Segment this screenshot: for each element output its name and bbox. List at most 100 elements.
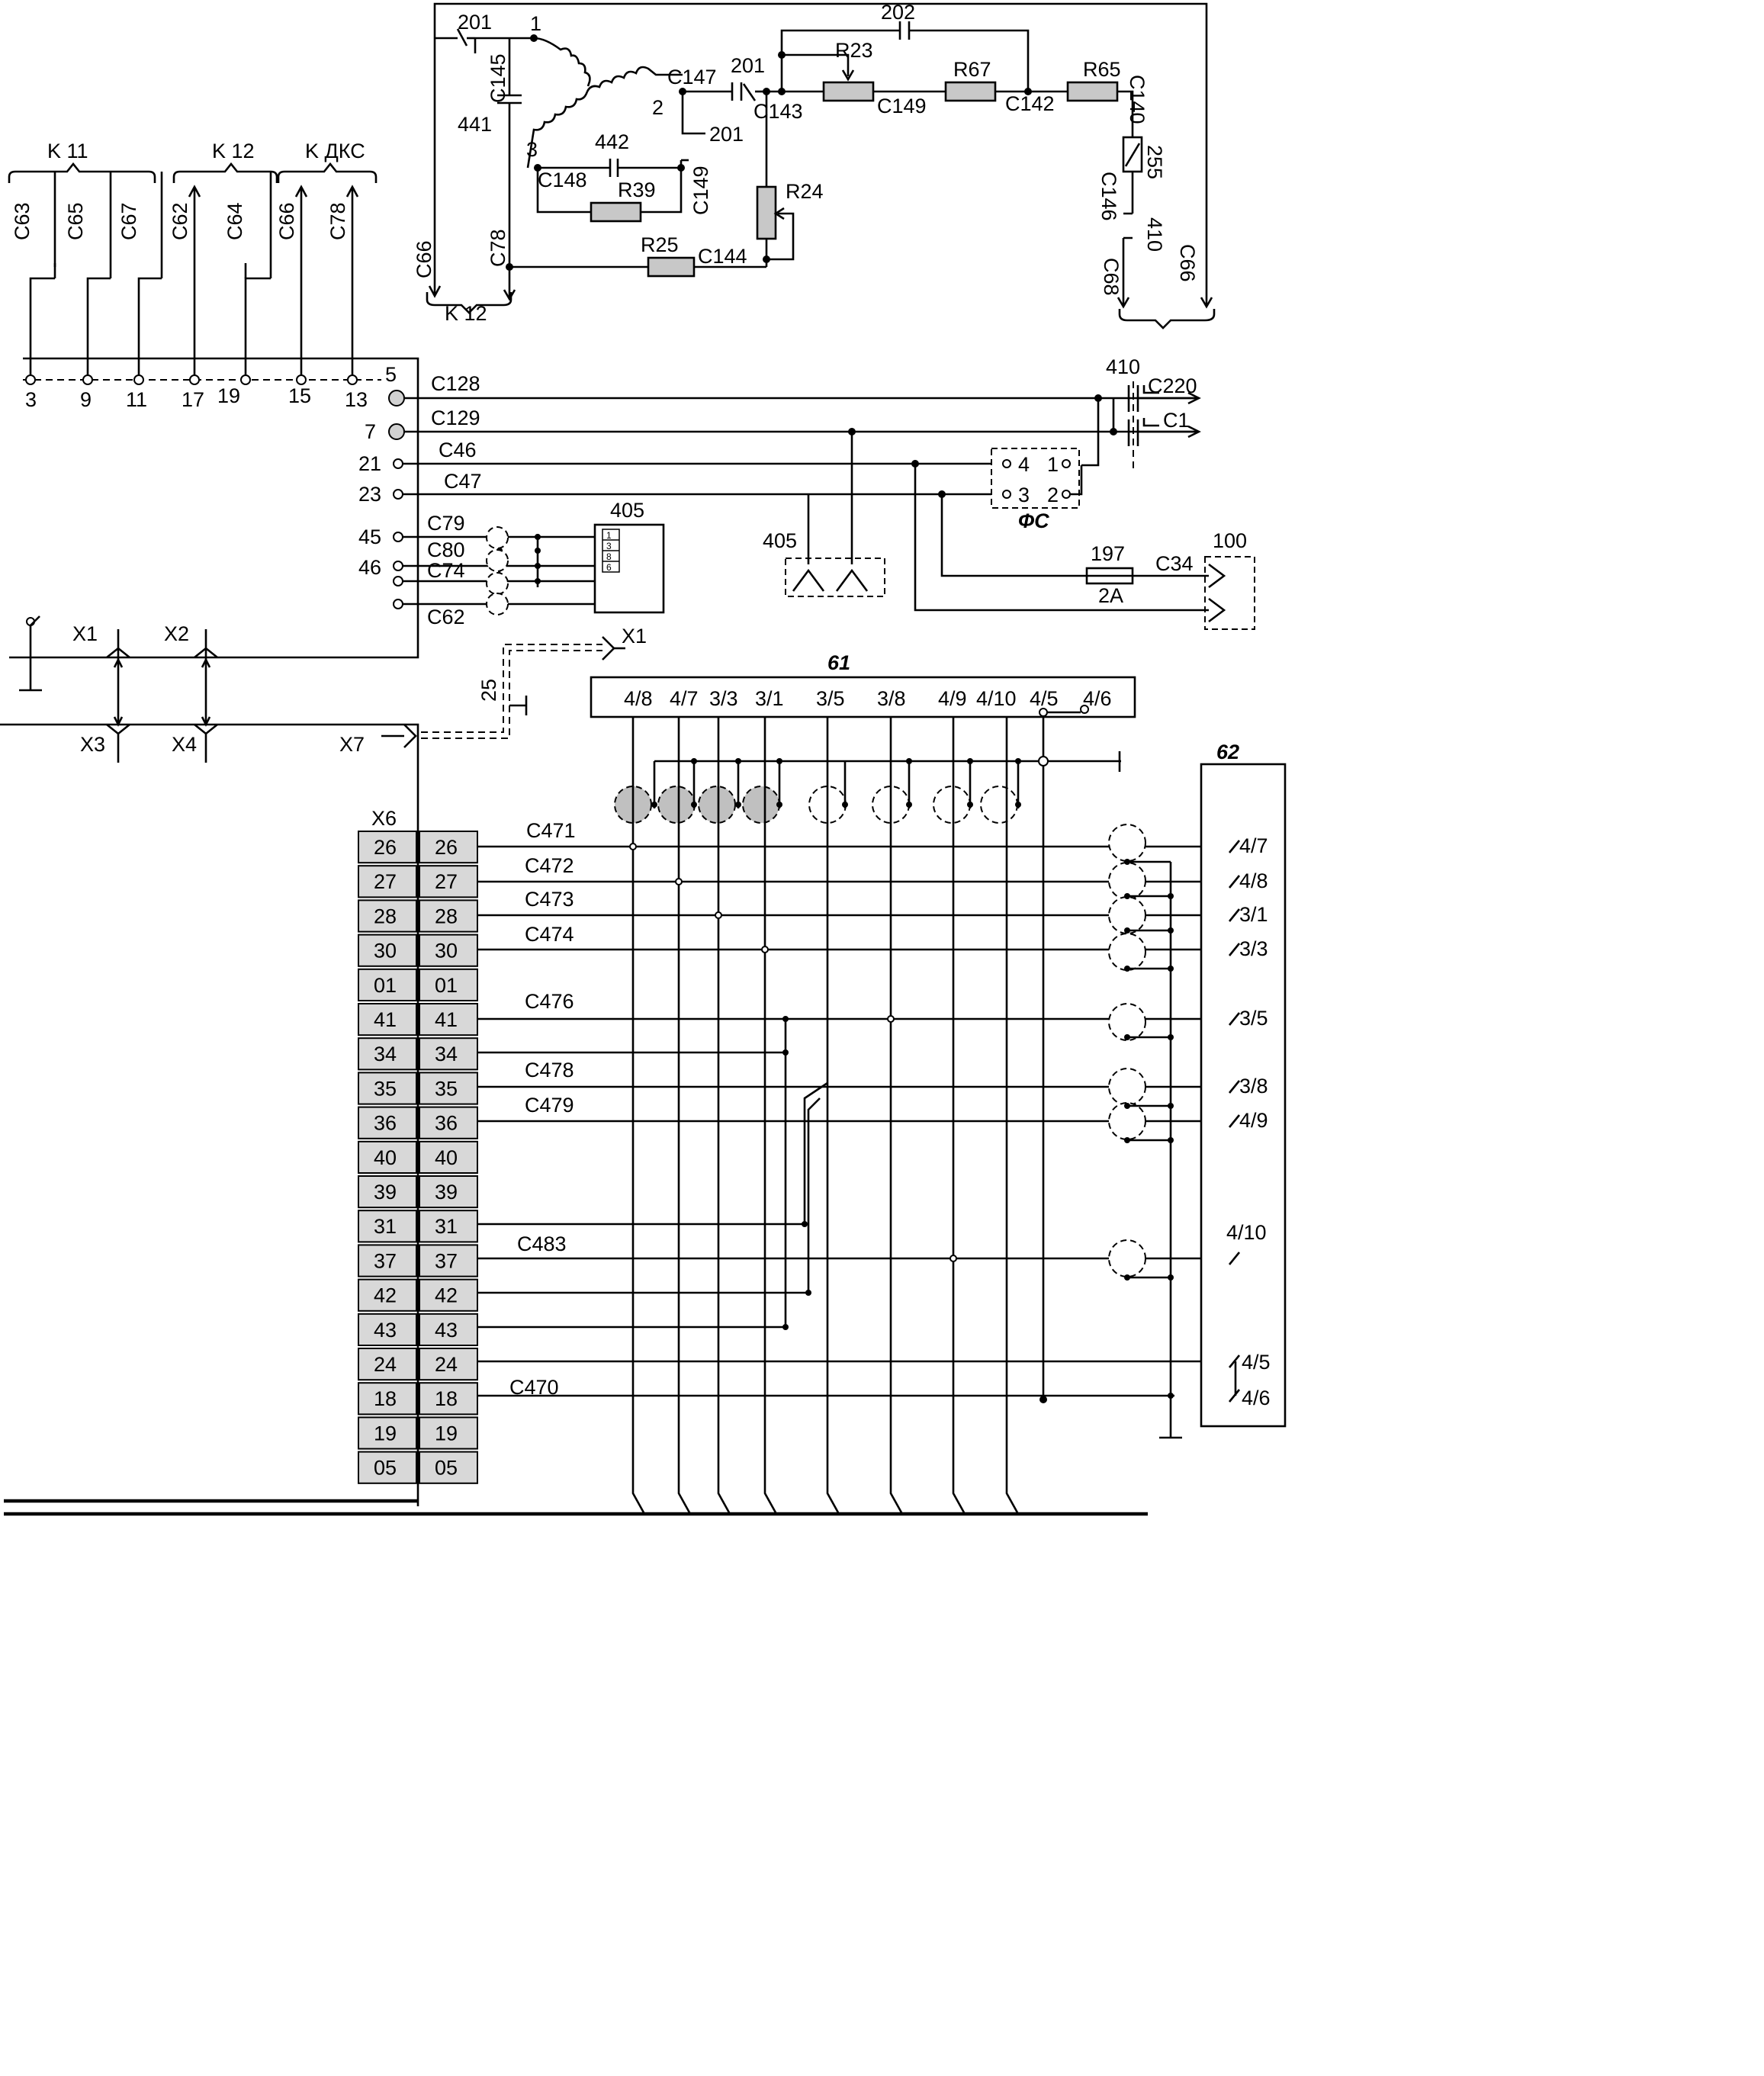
right-middle: 410 C220 C1 4 1 3 2 ФС 405: [763, 355, 1255, 630]
resistor-r39: [590, 201, 642, 223]
wire-c62: C62: [169, 202, 191, 240]
b62-pin-4-9: 4/9: [1239, 1109, 1268, 1132]
b62-pin-4-8: 4/8: [1239, 869, 1268, 892]
x6-cell: [358, 968, 417, 1002]
x6-row-number: 27: [435, 870, 458, 893]
b62-pin-3-3: 3/3: [1239, 937, 1268, 960]
node-201-b: 201: [709, 123, 744, 146]
b61-pin-4-8: 4/8: [624, 687, 653, 710]
x6-row-number: 34: [435, 1043, 458, 1065]
node-410-top: 410: [1143, 217, 1166, 252]
group-k12-label: K 12: [212, 140, 255, 162]
x6-cell: [419, 1278, 478, 1312]
x6-row-number: 05: [374, 1457, 397, 1480]
jack-x3: X3: [80, 733, 105, 756]
x6-cell: [358, 1313, 417, 1347]
x6-cell: [419, 1106, 478, 1139]
resistor-r67-label: R67: [953, 58, 991, 81]
connector-100-label: 100: [1213, 529, 1247, 552]
x6-row-number: 30: [374, 940, 397, 962]
wire-c471: C471: [526, 819, 576, 842]
wire-c143: C143: [753, 100, 803, 123]
fs-pin-1: 1: [1047, 453, 1059, 476]
node-410-label: 410: [1106, 355, 1140, 378]
group-k11-label: K 11: [47, 140, 88, 162]
x6-cell: [358, 899, 417, 933]
k12-bottom-label: K 12: [445, 302, 487, 325]
x6-cell: [358, 1140, 417, 1175]
wire-c148: C148: [538, 169, 587, 191]
x6-cell: [358, 1416, 417, 1450]
b62-pin-4-6: 4/6: [1242, 1387, 1271, 1409]
x6-row-number: 37: [374, 1249, 397, 1272]
node-2-label: 2: [652, 96, 664, 119]
x6-cell: [358, 1072, 417, 1105]
x6-cell: [419, 1003, 478, 1036]
terminal-15: 15: [288, 384, 311, 407]
x6-cell: [358, 1003, 417, 1036]
wire-c145: C145: [487, 53, 509, 103]
x6-cell: [419, 1210, 478, 1243]
x6-cell: [419, 1313, 478, 1347]
jack-x7: X7: [339, 733, 365, 756]
fs-label: ФС: [1018, 509, 1049, 532]
connector-405-label: 405: [763, 529, 797, 552]
b61-pin-4-7: 4/7: [670, 687, 699, 710]
x6-row-number: 28: [435, 905, 458, 927]
b61-pin-3-5: 3/5: [816, 687, 845, 710]
node-201-c: 201: [731, 54, 765, 77]
top-circuit: 1 201 2 3 C145 441 C78 C66 K 12 201 C147…: [413, 1, 1216, 329]
x6-cell: [358, 831, 417, 864]
contact-202-label: 202: [881, 1, 915, 24]
wire-c78: C78: [326, 202, 349, 240]
wire-c66: C66: [275, 202, 298, 240]
x6-cell: [419, 1244, 478, 1277]
block-405-cell-3: 3: [606, 541, 612, 551]
x6-cell: [358, 1382, 417, 1416]
x6-cell: [358, 1451, 417, 1484]
x6-cell: [358, 934, 417, 967]
wire-c140: C140: [1126, 75, 1149, 124]
x6-title: X6: [371, 807, 397, 830]
block-405-label: 405: [610, 499, 644, 522]
b62-pin-4-10: 4/10: [1226, 1221, 1267, 1244]
wire-c142: C142: [1005, 92, 1055, 115]
x6-row-number: 31: [374, 1215, 397, 1238]
terminal-17: 17: [182, 388, 204, 411]
x6-cell: [419, 1382, 478, 1416]
x6-cell: [358, 1348, 417, 1381]
wire-c62-lower: C62: [427, 606, 465, 628]
wire-c479: C479: [525, 1094, 574, 1117]
wire-c144: C144: [698, 245, 747, 268]
pin-21: 21: [358, 452, 381, 475]
jack-x4: X4: [172, 733, 197, 756]
b61-pin-3-3: 3/3: [709, 687, 738, 710]
fuse-255-label: 255: [1143, 145, 1166, 179]
block-61-title: 61: [827, 651, 850, 674]
wire-c473: C473: [525, 888, 574, 911]
wire-c74: C74: [427, 559, 465, 582]
wire-c476: C476: [525, 990, 574, 1013]
resistor-r65: [1066, 81, 1119, 102]
resistor-r25: [647, 256, 696, 278]
block-405-cell-6: 6: [606, 562, 612, 573]
fs-pin-4: 4: [1018, 453, 1030, 476]
x6-cell: [419, 1072, 478, 1105]
x6-row-number: 36: [435, 1112, 458, 1135]
wire-c67: C67: [117, 202, 140, 240]
pin-46: 46: [358, 556, 381, 579]
x6-row-number: 31: [435, 1215, 458, 1238]
x6-row-number: 26: [435, 836, 458, 859]
cable-25-label: 25: [477, 679, 500, 702]
x6-row-number: 43: [374, 1319, 397, 1342]
x6-row-number: 18: [374, 1387, 397, 1410]
b61-pin-4-10: 4/10: [976, 687, 1017, 710]
x6-row-number: 19: [435, 1422, 458, 1445]
wire-c149-top: C149: [877, 95, 927, 117]
wire-c78-top: C78: [487, 229, 509, 267]
x6-cell: [419, 968, 478, 1002]
block-62-title: 62: [1216, 741, 1239, 763]
x6-row-number: 42: [435, 1284, 458, 1307]
block-405-cell-1: 1: [606, 530, 612, 541]
